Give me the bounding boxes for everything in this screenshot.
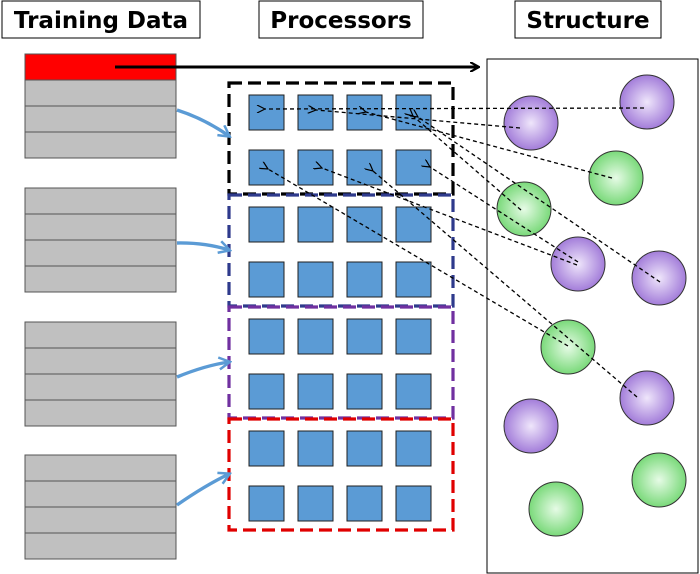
data-row [24,373,177,401]
structure-node-purple [503,95,559,151]
flow-arrows [115,67,478,507]
parameter-link [373,171,638,398]
processor-cell [297,430,334,467]
processor-cell [248,430,285,467]
data-row [24,79,177,107]
structure-node-purple [631,250,687,306]
parameter-link [265,108,645,109]
feed-arrow [176,108,229,136]
parameter-link [322,168,578,266]
processor-group [227,417,455,532]
parameter-link [268,169,569,347]
processor-cell [395,206,432,243]
processor-cell [346,373,383,410]
structure-node-purple [503,398,559,454]
processor-cell [297,206,334,243]
processor-cell [297,261,334,298]
processor-cell [346,485,383,522]
processor-cell [346,430,383,467]
data-row [24,131,177,159]
parameter-link [413,116,522,211]
structure-node-green [631,452,687,508]
processor-group-border [227,81,455,196]
data-row [24,321,177,349]
data-row [24,506,177,534]
parameter-links [265,108,661,398]
processor-cell [395,485,432,522]
feed-arrow [176,243,229,250]
structure-node-green [496,181,552,237]
processor-cell [297,94,334,131]
processor-cell [346,94,383,131]
processor-cell [346,261,383,298]
data-row [24,213,177,241]
header-training-data: Training Data [1,0,201,39]
processor-group [227,193,455,308]
processor-cell [346,318,383,355]
data-row [24,347,177,375]
parameter-link [430,167,579,263]
processor-cell [248,373,285,410]
data-row [24,105,177,133]
processor-cell [297,373,334,410]
processor-cell [395,373,432,410]
structure-node-green [528,481,584,537]
structure-node-purple [619,74,675,130]
processor-cell [395,149,432,186]
processor-group [227,81,455,196]
processor-cell [248,318,285,355]
data-row [24,454,177,482]
data-row [24,187,177,215]
structure-node-green [588,150,644,206]
structure-nodes [496,74,687,537]
training-batch [24,454,177,560]
training-batch [24,187,177,293]
processor-column [227,81,455,532]
data-row [24,480,177,508]
svg-text:Processors: Processors [270,8,411,34]
processor-group [227,305,455,420]
training-batch [24,53,177,159]
svg-text:Training Data: Training Data [14,8,188,34]
processor-cell [248,206,285,243]
processor-cell [297,318,334,355]
processor-cell [346,206,383,243]
header-processors: Processors [258,0,424,39]
processor-cell [248,261,285,298]
training-batch [24,321,177,427]
processor-cell [248,149,285,186]
data-row [24,265,177,293]
header-structure: Structure [514,0,662,39]
parameter-link [366,112,613,179]
processor-cell [297,149,334,186]
data-row [24,239,177,267]
processor-cell [297,485,334,522]
processor-cell [395,318,432,355]
processor-cell [395,261,432,298]
parameter-link [316,110,521,129]
data-row [24,532,177,560]
feed-arrow [176,474,229,507]
training-data-column [24,53,177,560]
feed-arrow [176,362,229,379]
processor-cell [248,485,285,522]
structure-node-purple [550,236,606,292]
svg-text:Structure: Structure [526,8,649,34]
processor-cell [395,430,432,467]
structure-node-purple [619,370,675,426]
structure-node-green [540,319,596,375]
processor-cell [248,94,285,131]
data-row [24,399,177,427]
